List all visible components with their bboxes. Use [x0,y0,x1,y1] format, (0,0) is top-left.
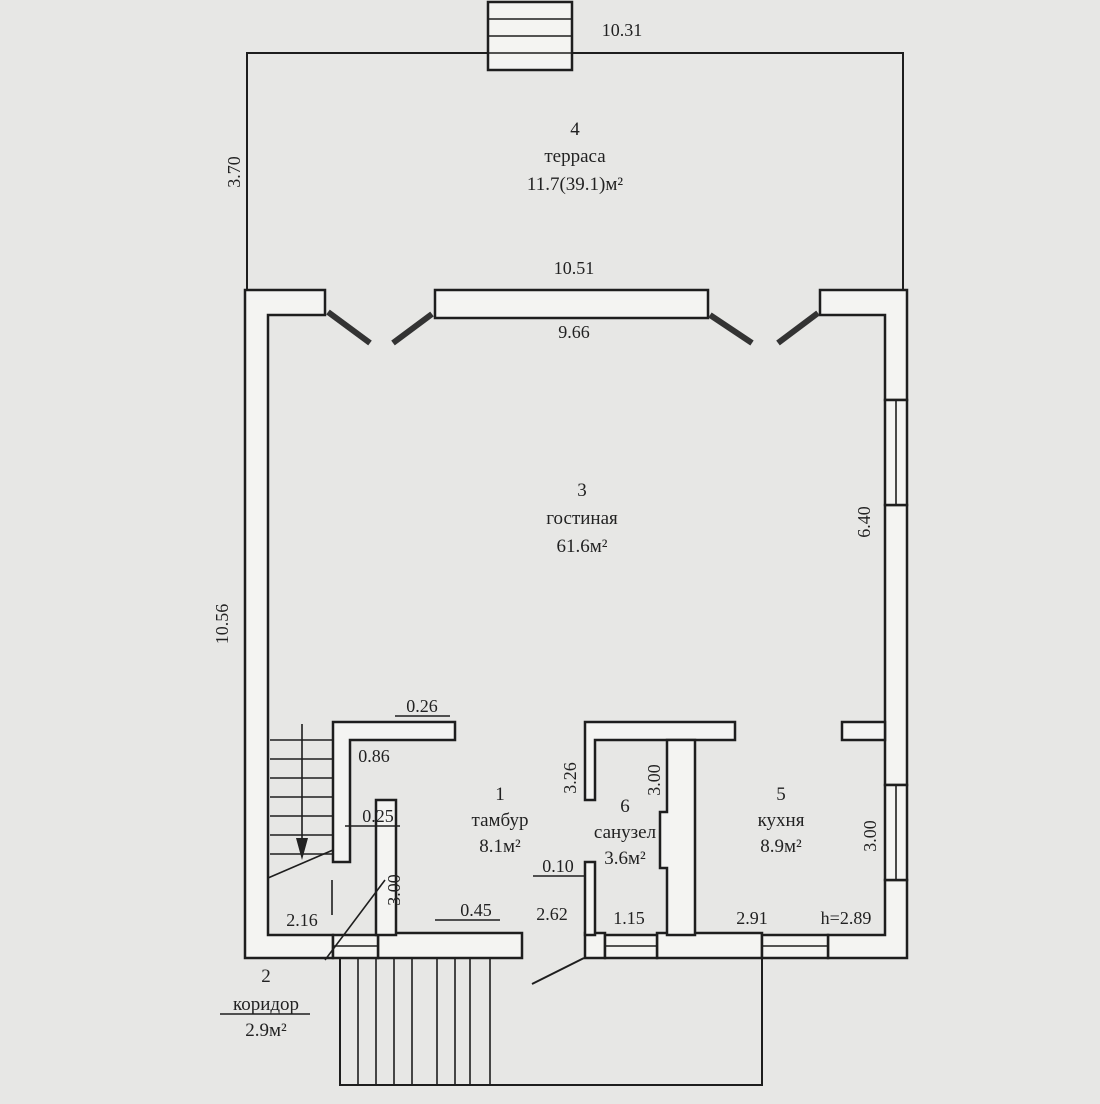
bathroom-name: санузел [594,822,657,843]
dim-0-45: 0.45 [460,900,492,920]
dim-corridor-width: 2.16 [286,910,318,930]
dim-corridor-height: 3.00 [384,874,404,906]
exterior-walls [243,288,909,960]
dimension-leaders [220,715,585,1015]
dim-inner-width: 9.66 [558,322,590,342]
dim-outer-width: 10.51 [554,258,595,278]
vestibule-area: 8.1м² [479,836,521,857]
dim-left-length: 10.56 [212,604,232,645]
dim-0-10: 0.10 [542,856,574,876]
corridor-area: 2.9м² [245,1020,287,1041]
interior-walls [324,720,887,961]
windows [331,398,909,960]
dim-terrace-depth: 3.70 [224,156,244,188]
corridor-name: коридор [233,994,299,1015]
dim-0-26: 0.26 [406,696,438,716]
dim-terrace-width: 10.31 [602,20,643,40]
kitchen-number: 5 [776,784,786,805]
internal-stairs [267,724,334,915]
living-room-name: гостиная [546,508,618,529]
porch-steps [339,958,763,1086]
living-room-number: 3 [577,480,587,501]
dim-kitchen-height: 3.00 [860,820,880,852]
vestibule-number: 1 [495,784,505,805]
dim-vestibule-width: 2.62 [536,904,568,924]
dim-0-25: 0.25 [362,806,394,826]
terrace-area: 11.7(39.1)м² [527,174,623,195]
kitchen-name: кухня [758,810,805,831]
dim-bath-height-right: 3.00 [644,764,664,796]
ceiling-height: h=2.89 [821,908,872,928]
bathroom-number: 6 [620,796,630,817]
dim-bath-height-left: 3.26 [560,762,580,794]
vestibule-name: тамбур [472,810,529,831]
door-leaves [326,309,820,985]
terrace-outline [246,52,904,290]
terrace-stairs [486,0,574,72]
dim-bath-width: 1.15 [613,908,645,928]
dim-kitchen-width: 2.91 [736,908,768,928]
dim-right-length: 6.40 [854,506,874,538]
kitchen-area: 8.9м² [760,836,802,857]
terrace-number: 4 [570,119,580,140]
dim-0-86: 0.86 [358,746,390,766]
bathroom-area: 3.6м² [604,848,646,869]
living-room-area: 61.6м² [557,536,608,557]
corridor-number: 2 [261,966,271,987]
terrace-name: терраса [544,146,606,167]
